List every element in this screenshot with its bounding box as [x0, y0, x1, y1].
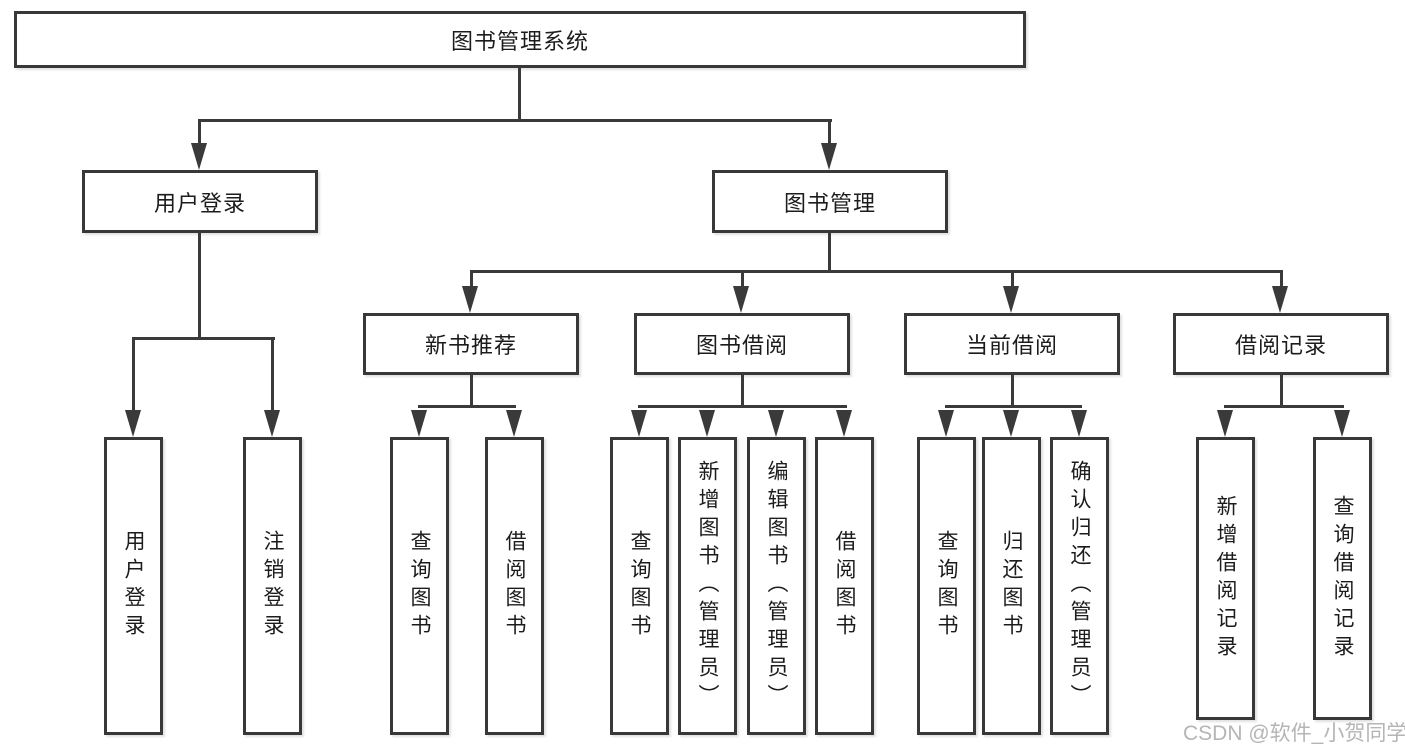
- node-book-management: 图书管理: [712, 170, 948, 233]
- leaf-edit-book-admin: 编辑图书（管理员）: [747, 437, 806, 735]
- node-book-borrow: 图书借阅: [634, 313, 850, 375]
- connector-line: [198, 233, 201, 340]
- arrow-down-icon: [1217, 410, 1233, 437]
- arrow-down-icon: [836, 410, 852, 437]
- node-library-system: 图书管理系统: [14, 11, 1026, 68]
- connector-line: [1280, 375, 1283, 408]
- leaf-query-borrow-record: 查询借阅记录: [1313, 437, 1372, 720]
- arrow-down-icon: [1003, 286, 1019, 313]
- leaf-query-borrow-record-label: 查询借阅记录: [1331, 494, 1354, 663]
- leaf-logout-login-label: 注销登录: [261, 530, 284, 642]
- arrow-down-icon: [1003, 410, 1019, 437]
- connector-line: [132, 337, 275, 340]
- node-new-book-recommend-label: 新书推荐: [424, 333, 517, 358]
- leaf-user-login-label: 用户登录: [122, 530, 145, 642]
- leaf-edit-book-admin-label: 编辑图书（管理员）: [765, 460, 788, 712]
- connector-line: [828, 119, 831, 147]
- arrow-down-icon: [631, 410, 647, 437]
- connector-line: [828, 233, 831, 272]
- arrow-down-icon: [938, 410, 954, 437]
- connector-line: [1280, 270, 1283, 288]
- node-current-borrow: 当前借阅: [904, 313, 1120, 375]
- leaf-return-book: 归还图书: [982, 437, 1041, 735]
- arrow-down-icon: [768, 410, 784, 437]
- connector-line: [470, 375, 473, 408]
- node-borrow-record: 借阅记录: [1173, 313, 1389, 375]
- leaf-logout-login: 注销登录: [243, 437, 302, 735]
- arrow-down-icon: [699, 410, 715, 437]
- connector-line: [741, 375, 744, 408]
- leaf-query-books: 查询图书: [390, 437, 449, 735]
- arrow-down-icon: [821, 143, 837, 170]
- arrow-down-icon: [506, 410, 522, 437]
- node-book-management-label: 图书管理: [783, 190, 876, 216]
- leaf-borrow-books-label: 借阅图书: [503, 530, 526, 642]
- arrow-down-icon: [125, 410, 141, 437]
- leaf-confirm-return-admin: 确认归还（管理员）: [1050, 437, 1109, 735]
- node-new-book-recommend: 新书推荐: [363, 313, 579, 375]
- leaf-query-books-label: 查询图书: [935, 530, 958, 642]
- connector-line: [418, 405, 516, 408]
- arrow-down-icon: [411, 410, 427, 437]
- arrow-down-icon: [733, 286, 749, 313]
- connector-line: [470, 270, 473, 288]
- arrow-down-icon: [1071, 410, 1087, 437]
- leaf-borrow-books: 借阅图书: [815, 437, 874, 735]
- leaf-borrow-books-label: 借阅图书: [833, 530, 856, 642]
- leaf-add-borrow-record-label: 新增借阅记录: [1214, 494, 1237, 663]
- connector-line: [1224, 405, 1344, 408]
- arrow-down-icon: [191, 143, 207, 170]
- leaf-query-books-label: 查询图书: [408, 530, 431, 642]
- connector-line: [638, 405, 847, 408]
- connector-line: [1011, 375, 1014, 408]
- connector-line: [198, 119, 201, 147]
- arrow-down-icon: [264, 410, 280, 437]
- connector-line: [198, 119, 832, 122]
- arrow-down-icon: [1334, 410, 1350, 437]
- node-borrow-record-label: 借阅记录: [1234, 333, 1327, 358]
- leaf-query-books-label: 查询图书: [628, 530, 651, 642]
- node-user-login-label: 用户登录: [153, 190, 246, 216]
- node-book-borrow-label: 图书借阅: [695, 333, 788, 358]
- leaf-borrow-books: 借阅图书: [485, 437, 544, 735]
- leaf-add-borrow-record: 新增借阅记录: [1196, 437, 1255, 720]
- connector-line: [1011, 270, 1014, 288]
- leaf-add-book-admin-label: 新增图书（管理员）: [696, 460, 719, 712]
- connector-line: [271, 337, 274, 412]
- watermark: CSDN @软件_小贺同学: [1183, 722, 1405, 745]
- node-current-borrow-label: 当前借阅: [965, 333, 1058, 358]
- leaf-return-book-label: 归还图书: [1000, 530, 1023, 642]
- connector-line: [132, 337, 135, 412]
- connector-line: [741, 270, 744, 288]
- leaf-confirm-return-admin-label: 确认归还（管理员）: [1068, 460, 1091, 712]
- arrow-down-icon: [1272, 286, 1288, 313]
- arrow-down-icon: [462, 286, 478, 313]
- leaf-query-books: 查询图书: [917, 437, 976, 735]
- connector-line: [470, 270, 1283, 273]
- leaf-query-books: 查询图书: [610, 437, 669, 735]
- leaf-user-login: 用户登录: [104, 437, 163, 735]
- connector-line: [518, 68, 521, 121]
- node-library-system-label: 图书管理系统: [450, 28, 589, 54]
- node-user-login: 用户登录: [82, 170, 318, 233]
- connector-line: [945, 405, 1082, 408]
- leaf-add-book-admin: 新增图书（管理员）: [678, 437, 737, 735]
